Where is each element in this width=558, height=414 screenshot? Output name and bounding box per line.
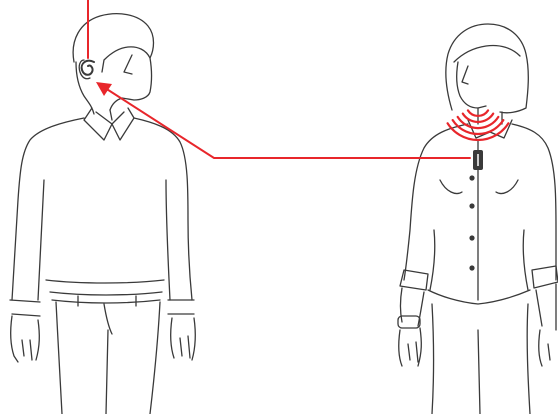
- man-trousers: [56, 302, 160, 414]
- woman-right-forearm: [536, 284, 556, 330]
- woman-waist: [430, 230, 528, 290]
- woman-right-shoulder: [512, 124, 556, 280]
- blouse-buttons: [469, 175, 474, 270]
- man-belt-loops: [78, 296, 136, 306]
- hearing-aid-icon: [82, 61, 94, 75]
- woman-nose: [462, 66, 468, 84]
- woman-bust: [440, 180, 518, 194]
- woman-right-cuff: [532, 266, 558, 288]
- man-belt: [50, 292, 162, 303]
- man-left-hand: [11, 316, 40, 362]
- man-sweater-hem: [46, 280, 164, 283]
- man-right-shoulder: [134, 118, 192, 300]
- blouse-button: [469, 235, 474, 240]
- woman-trousers: [432, 304, 530, 414]
- blouse-button: [469, 175, 474, 180]
- man-head-back: [76, 62, 94, 114]
- blouse-button: [469, 265, 474, 270]
- man-nose: [124, 55, 132, 74]
- man-left-shoulder: [12, 118, 84, 300]
- woman-figure: [398, 24, 558, 414]
- man-collar-v: [96, 112, 124, 124]
- man-figure: [10, 14, 195, 414]
- man-left-cuff: [10, 300, 40, 316]
- man-right-arm-inner: [166, 180, 170, 300]
- blouse-button: [469, 203, 474, 208]
- woman-right-hand: [539, 330, 550, 366]
- woman-left-hand: [399, 328, 422, 366]
- woman-fringe: [454, 45, 520, 62]
- clip-on-microphone-icon: [473, 150, 483, 170]
- man-right-cuff: [168, 300, 194, 314]
- man-face: [110, 58, 152, 110]
- woman-left-shoulder: [404, 124, 468, 280]
- man-left-arm-inner: [38, 180, 44, 300]
- woman-blouse-hem: [428, 290, 530, 304]
- man-right-hand: [171, 318, 196, 360]
- woman-face: [457, 62, 486, 108]
- woman-hair: [446, 24, 528, 113]
- man-hair: [73, 14, 153, 72]
- signal-arrowhead: [96, 82, 112, 96]
- man-neck-front: [110, 110, 112, 120]
- man-collar: [84, 108, 134, 140]
- signal-path-line: [102, 86, 470, 158]
